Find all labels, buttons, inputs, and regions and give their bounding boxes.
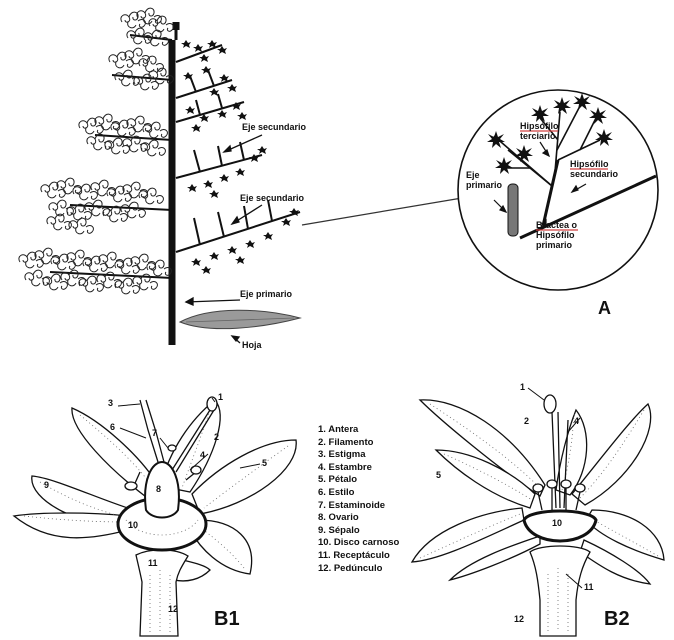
hipsofilo-terciario-label-2: terciario [520,131,556,141]
b1-num-5: 5 [262,458,267,468]
b1-num-1: 1 [218,392,223,402]
legend-item: 12. Pedúnculo [318,563,399,576]
bractea-label-1: Bractea o [536,220,578,230]
b1-num-7: 7 [152,428,157,438]
b1-num-6: 6 [110,422,115,432]
b2-num-2: 2 [524,416,529,426]
b1-num-8: 8 [156,484,161,494]
hipsofilo-secundario-label-2: secundario [570,169,619,179]
eje-primario-label: Eje primario [240,289,293,299]
panel-b2-label: B2 [604,608,630,631]
legend-item: 6. Estilo [318,487,399,500]
legend-item: 4. Estambre [318,462,399,475]
panel-a-label: A [598,298,611,319]
b1-num-9: 9 [44,480,49,490]
inflorescence-panel: Eje secundario Eje secundario Eje primar… [19,8,462,350]
zoom-connector [302,198,462,225]
b1-num-3: 3 [108,398,113,408]
legend-item: 8. Ovario [318,512,399,525]
zoom-eje-label-1: Eje [466,170,480,180]
parts-legend: 1. Antera 2. Filamento 3. Estigma 4. Est… [318,424,399,575]
leaf-shape [180,310,300,328]
legend-item: 10. Disco carnoso [318,537,399,550]
eje-secundario-label-1: Eje secundario [242,122,307,132]
b2-num-12: 12 [514,614,524,624]
legend-item: 5. Pétalo [318,474,399,487]
eje-secundario-label-2: Eje secundario [240,193,305,203]
zoom-eje-label-2: primario [466,180,503,190]
primary-axis [172,22,176,345]
legend-item: 9. Sépalo [318,525,399,538]
panel-b1-label: B1 [214,608,240,631]
legend-item: 1. Antera [318,424,399,437]
b2-num-5: 5 [436,470,441,480]
bractea-label-3: primario [536,240,573,250]
b1-num-2: 2 [214,432,219,442]
flower-b2 [412,395,664,636]
bractea-label-2: Hipsófilo [536,230,575,240]
legend-item: 2. Filamento [318,437,399,450]
legend-item: 3. Estigma [318,449,399,462]
hipsofilo-secundario-label-1: Hipsófilo [570,159,609,169]
legend-item: 7. Estaminoide [318,500,399,513]
left-branch-clusters [19,8,174,294]
b2-num-10: 10 [552,518,562,528]
right-secondary-axes [176,40,300,274]
legend-item: 11. Receptáculo [318,550,399,563]
b1-num-11: 11 [148,558,158,568]
b1-num-12: 12 [168,604,178,614]
zoom-circle: Hipsófilo terciario Hipsófilo secundario… [458,90,658,290]
b1-num-10: 10 [128,520,138,530]
b2-num-11: 11 [584,582,594,592]
b2-num-1: 1 [520,382,525,392]
hoja-label: Hoja [242,340,262,350]
hipsofilo-terciario-label-1: Hipsófilo [520,121,559,131]
